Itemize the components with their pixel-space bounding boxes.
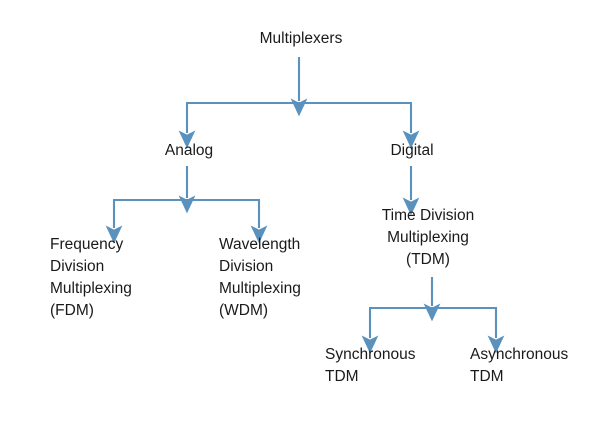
node-frequency-division-multiplexing: Frequency Division Multiplexing (FDM) [50, 236, 132, 319]
node-asynchronous-tdm: Asynchronous TDM [470, 346, 569, 385]
node-synchronous-tdm: Synchronous TDM [325, 346, 416, 385]
node-multiplexers: Multiplexers [259, 30, 343, 47]
node-analog: Analog [164, 142, 214, 159]
node-time-division-multiplexing: Time Division Multiplexing (TDM) [381, 207, 475, 268]
node-digital: Digital [390, 142, 434, 159]
node-wavelength-division-multiplexing: Wavelength Division Multiplexing (WDM) [219, 236, 301, 319]
